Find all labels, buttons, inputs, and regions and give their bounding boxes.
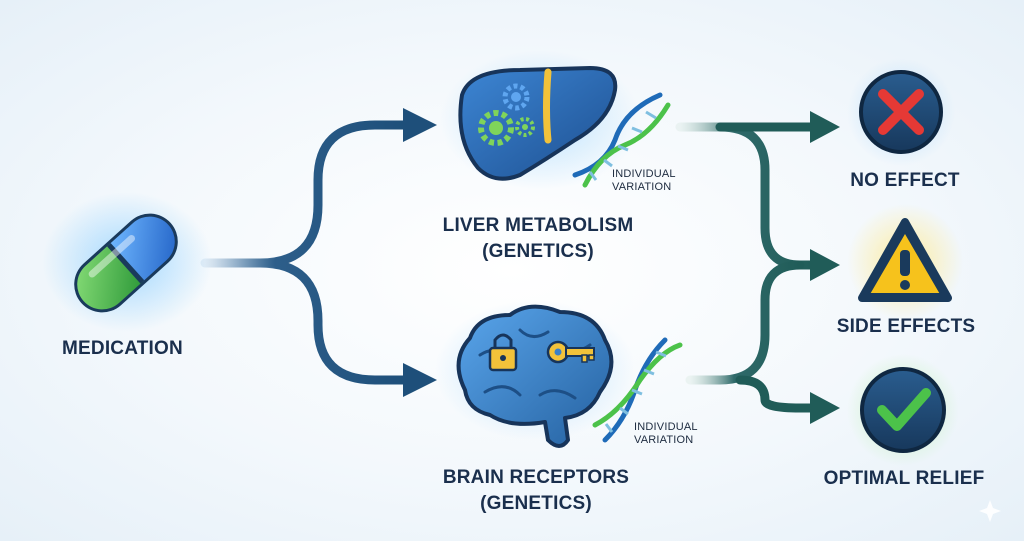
arrowhead-to-optimal-relief [810, 392, 840, 424]
brain-label-line1: BRAIN RECEPTORS [442, 467, 630, 488]
red-x-icon [847, 58, 955, 166]
no-effect-label: NO EFFECT [850, 170, 960, 191]
variation-top-line1: INDIVIDUAL [612, 168, 676, 180]
liver-metabolism-label: LIVER METABOLISM (GENETICS) [443, 213, 634, 265]
variation-bottom-line1: INDIVIDUAL [634, 421, 698, 433]
liver-label-line1: LIVER METABOLISM [442, 215, 634, 236]
liver-label-line2: (GENETICS) [482, 241, 594, 262]
capsule-icon [42, 192, 212, 332]
dna-helix-icon [572, 92, 671, 188]
brain-receptors-label: BRAIN RECEPTORS (GENETICS) [443, 465, 629, 517]
optimal-relief-label: OPTIMAL RELIEF [823, 468, 985, 489]
medication-label: MEDICATION [62, 338, 183, 359]
dna-helix-icon [592, 337, 683, 443]
brain-lock-key-icon [435, 300, 635, 448]
side-effects-label: SIDE EFFECTS [836, 316, 976, 337]
variation-note-bottom: INDIVIDUAL VARIATION [634, 421, 698, 447]
liver-gears-icon [440, 50, 640, 190]
medication-branch-connector [200, 108, 437, 397]
arrowhead-to-liver [403, 108, 437, 142]
warning-triangle-icon [847, 204, 963, 320]
sparkle-icon [979, 500, 1001, 522]
arrowhead-to-brain [403, 363, 437, 397]
variation-top-line2: VARIATION [612, 181, 672, 193]
arrowhead-to-no-effect [810, 111, 840, 143]
variation-note-top: INDIVIDUAL VARIATION [612, 168, 676, 194]
arrowhead-to-side-effects [810, 249, 840, 281]
variation-bottom-line2: VARIATION [634, 434, 694, 446]
outcome-branch-connector [675, 111, 840, 424]
green-check-icon [847, 354, 959, 466]
brain-label-line2: (GENETICS) [480, 493, 592, 514]
